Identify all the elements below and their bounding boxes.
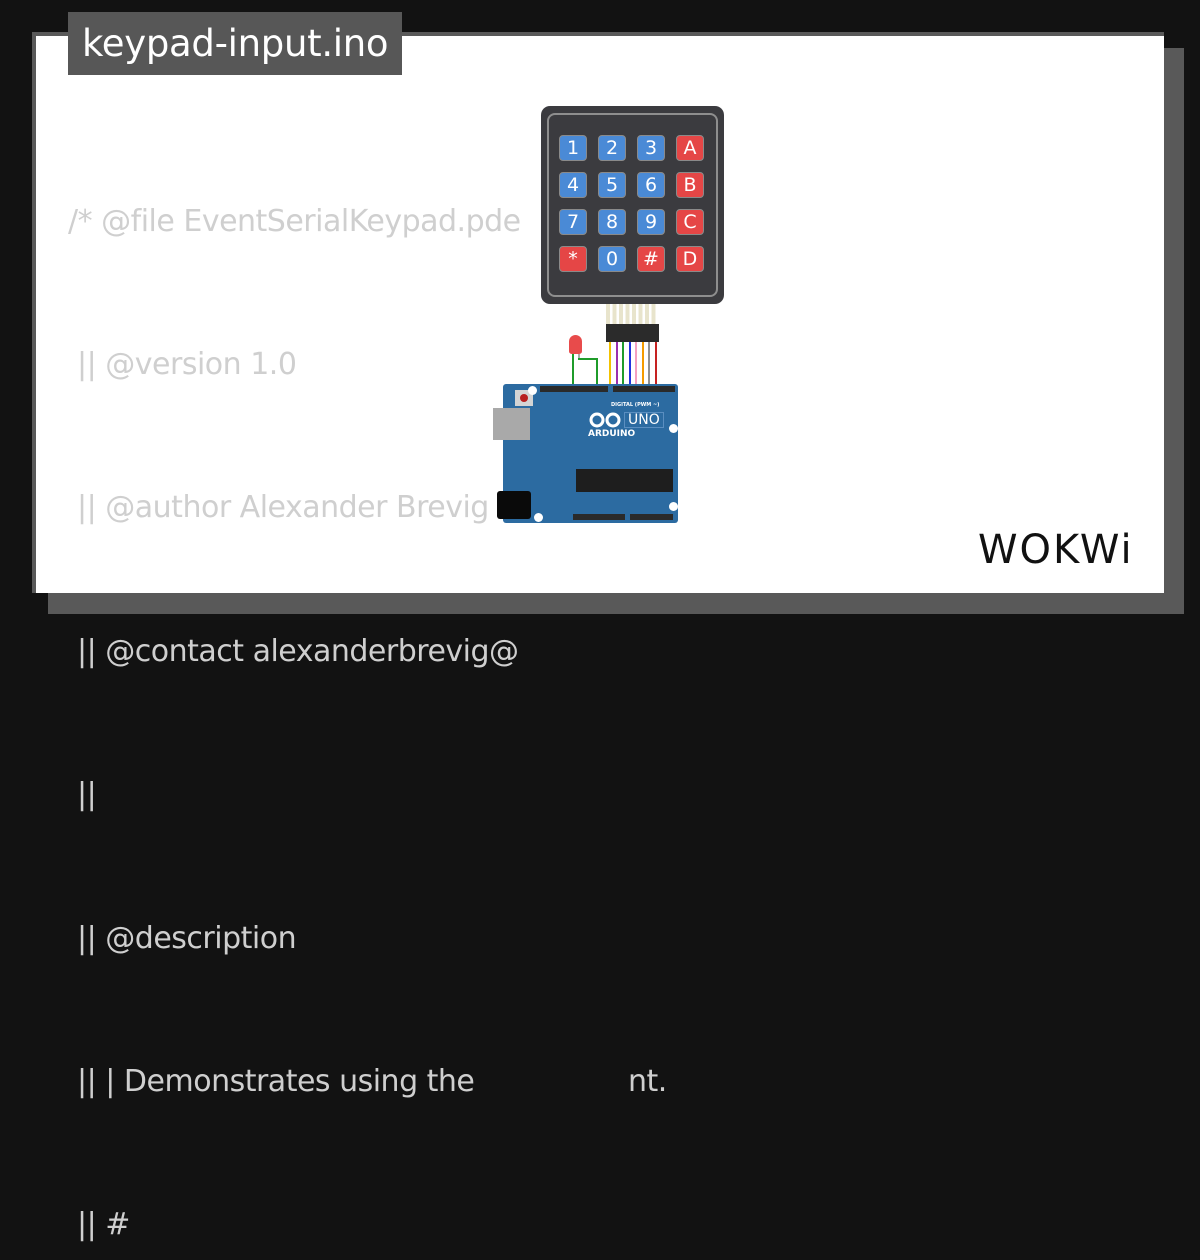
led-wire	[578, 358, 598, 388]
keypad-wire	[654, 342, 657, 388]
arduino-logo-text: ARDUINO	[588, 429, 636, 439]
mount-hole	[669, 424, 678, 433]
reset-button-cap	[520, 394, 528, 402]
led-wire	[572, 354, 574, 388]
power-header	[573, 514, 625, 520]
mount-hole	[534, 513, 543, 522]
keypad-wire	[628, 342, 631, 388]
keypad-key[interactable]: 5	[598, 172, 626, 198]
infinity-icon	[589, 412, 621, 428]
keypad-key[interactable]: 4	[559, 172, 587, 198]
reset-button	[515, 390, 533, 406]
keypad-key[interactable]: A	[676, 135, 704, 161]
mount-hole	[528, 386, 537, 395]
keypad-key[interactable]: 8	[598, 209, 626, 235]
code-line: || @author Alexander Brevig	[68, 490, 489, 526]
atmega-chip	[576, 469, 673, 492]
digital-header-left	[540, 386, 608, 392]
code-line: /* @file EventSerialKeypad.pde	[68, 203, 521, 239]
file-title: keypad-input.ino	[68, 12, 403, 75]
keypad-key[interactable]: 7	[559, 209, 587, 235]
keypad-frame	[547, 113, 718, 297]
code-line: || @description	[68, 920, 297, 956]
keypad-key[interactable]: 6	[637, 172, 665, 198]
keypad-key[interactable]: B	[676, 172, 704, 198]
code-line: || #	[68, 1207, 130, 1243]
wokwi-logo: WOKWi	[978, 527, 1134, 573]
code-line: ||	[68, 777, 97, 813]
keypad-key[interactable]: C	[676, 209, 704, 235]
uno-label: UNO	[624, 412, 664, 428]
keypad-wire	[635, 342, 637, 388]
red-led	[569, 335, 582, 354]
keypad-key[interactable]: 2	[598, 135, 626, 161]
code-line: || | Demonstrates using the nt.	[68, 1063, 667, 1099]
keypad-wire	[622, 342, 624, 388]
analog-header	[630, 514, 673, 520]
keypad-key[interactable]: D	[676, 246, 704, 272]
arduino-uno-board	[503, 384, 678, 523]
keypad-wire	[648, 342, 650, 388]
keypad-wire	[641, 342, 644, 388]
usb-port	[493, 408, 530, 440]
keypad-key[interactable]: 3	[637, 135, 665, 161]
keypad-key[interactable]: 9	[637, 209, 665, 235]
power-jack	[497, 491, 531, 519]
keypad-key[interactable]: #	[637, 246, 665, 272]
keypad-wire	[609, 342, 611, 388]
keypad-ribbon-cable	[606, 304, 658, 324]
led-wire	[578, 354, 580, 358]
mount-hole	[669, 502, 678, 511]
code-line: || @version 1.0	[68, 346, 297, 382]
keypad-connector	[606, 324, 659, 342]
keypad-key[interactable]: 0	[598, 246, 626, 272]
keypad-key[interactable]: *	[559, 246, 587, 272]
digital-pins-label: DIGITAL (PWM ~)	[611, 402, 660, 408]
keypad-wire	[615, 342, 618, 388]
arduino-logo: ARDUINO	[588, 412, 635, 439]
code-line: || @contact alexanderbrevig@	[68, 633, 519, 669]
keypad-key[interactable]: 1	[559, 135, 587, 161]
digital-header-right	[613, 386, 675, 392]
